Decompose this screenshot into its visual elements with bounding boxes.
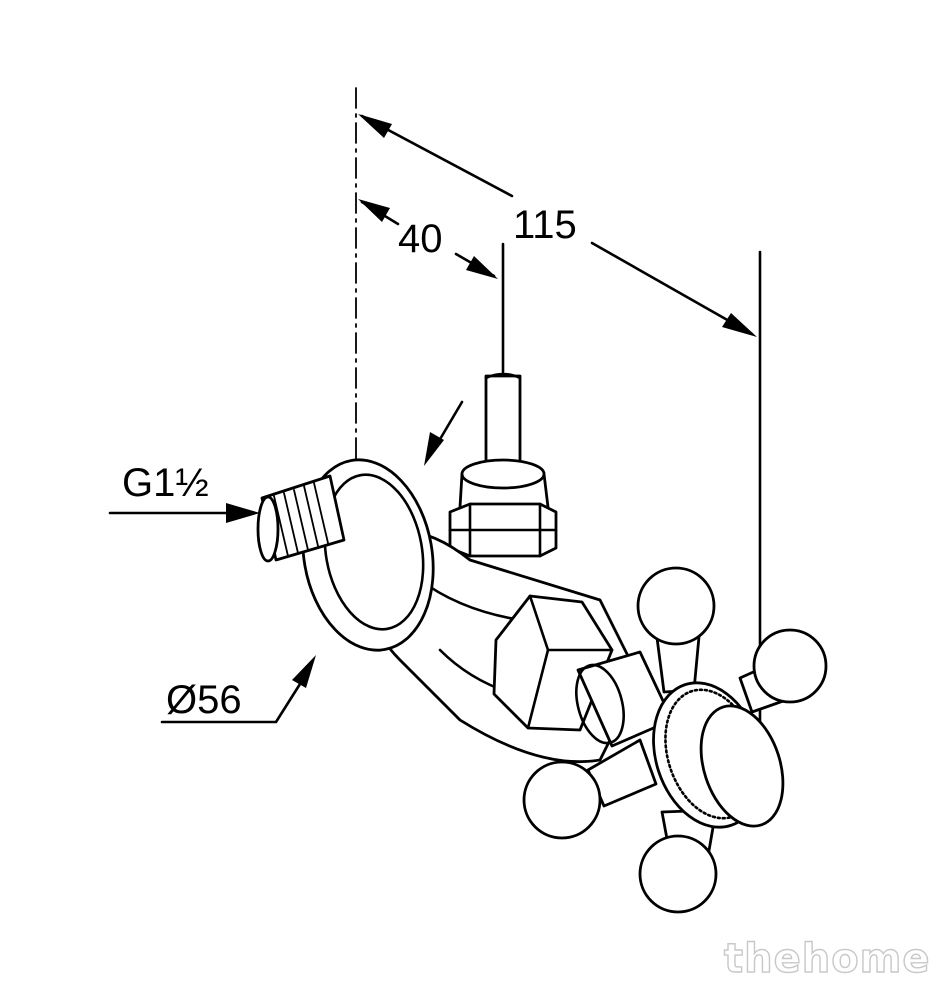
handle-knob-bottom [638, 834, 718, 914]
dimension-thread-leader [108, 503, 260, 523]
handle-knob-top [636, 566, 716, 646]
spindle-offset-label: 40 [398, 217, 443, 261]
watermark-logo: thehome [724, 936, 931, 982]
handle-knob-right [752, 628, 828, 704]
dimension-diameter-leader [160, 400, 464, 724]
cross-handle [522, 566, 828, 914]
dimension-40 [358, 199, 505, 374]
handle-cap [699, 704, 785, 828]
overall-length-label: 115 [513, 203, 577, 247]
handle-knob-left [522, 760, 602, 840]
compression-nut [448, 458, 558, 558]
threaded-inlet [256, 474, 346, 563]
thread-size-label: G1½ [122, 461, 209, 505]
rosette-diameter-label: Ø56 [166, 678, 242, 722]
